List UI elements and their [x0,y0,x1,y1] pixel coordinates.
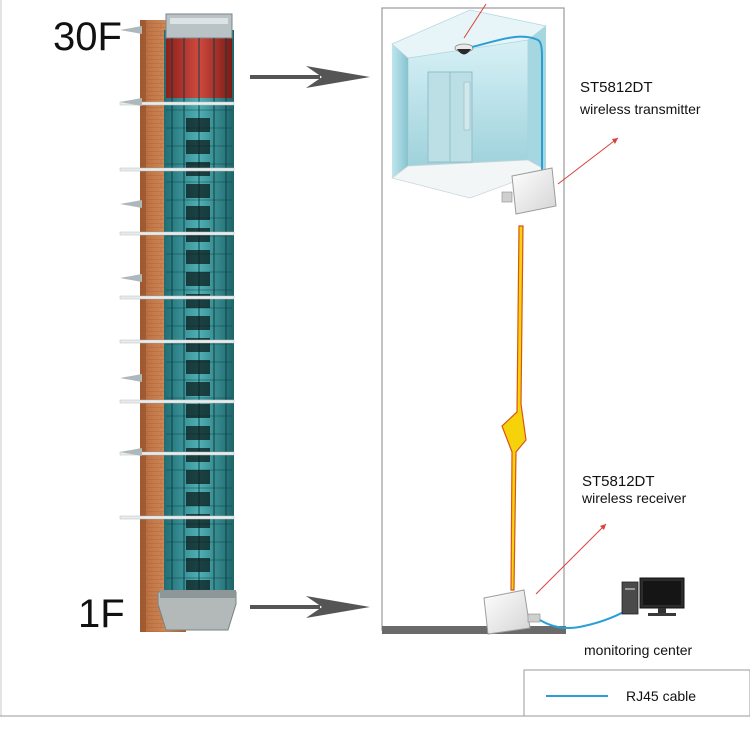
receiver-label: wireless receiver [581,490,687,506]
floor-slab [119,451,235,456]
wall-ledge [120,26,142,34]
receiver-pointer-head [600,524,606,530]
wall-ledge [120,374,142,382]
shaft-window [186,360,210,374]
shaft-window [186,382,210,396]
lightning-bolt-icon [501,225,527,591]
floor-slab [119,101,235,106]
legend-cable-label: RJ45 cable [626,688,696,704]
transmitter-label: wireless transmitter [579,101,701,117]
shaft-window [186,184,210,198]
floor-slab [119,295,235,300]
rj45-cable-transmitter [471,35,543,176]
dome-camera-icon [454,43,474,55]
rj45-cable-receiver [539,605,635,629]
legend: RJ45 cable [523,669,750,717]
elevator-cabin [391,9,547,199]
shaft-base-rim [160,590,236,598]
shaft-window [186,118,210,132]
building-tower [119,13,237,632]
transmitter-model: ST5812DT [580,79,653,96]
floor-slab [119,399,235,404]
shaft-window [186,492,210,506]
receiver-model: ST5812DT [582,473,655,490]
arrow-top [250,66,370,88]
shaft-window [186,316,210,330]
transmitter-device [501,167,557,215]
shaft-window [186,470,210,484]
shaft-window [186,536,210,550]
floor-label-bottom: 1F [78,592,125,636]
wall-ledges [120,26,142,456]
wall-edge [140,20,146,632]
floor-slab [119,515,235,520]
shaft-window [186,206,210,220]
shaft-window [186,272,210,286]
shaft-top-highlight [170,18,228,24]
shaft-window [186,250,210,264]
wall-ledge [120,274,142,282]
transmitter-pointer-line [557,137,619,185]
receiver-pointer-line [535,523,607,595]
shaft-window [186,140,210,154]
receiver-device [483,589,541,635]
arrow-bottom [250,596,370,618]
wall-ledge [120,448,142,456]
floor-slab [119,339,235,344]
legend-box [523,669,750,717]
floor-slab [119,231,235,236]
wall-ledge [120,98,142,106]
shaft-window [186,558,210,572]
transmitter-pointer-head [612,138,618,144]
camera-pointer-line [463,3,487,39]
ground-floor-bar [382,626,566,634]
monitoring-label: monitoring center [584,642,693,658]
shaft-window [186,426,210,440]
computer-monitor-icon [621,577,685,616]
wall-ledge [120,200,142,208]
shaft-top-cap [165,13,233,39]
floor-slabs [119,101,235,520]
floor-slab [119,167,235,172]
floor-label-top: 30F [53,15,122,59]
shaft-window [186,404,210,418]
